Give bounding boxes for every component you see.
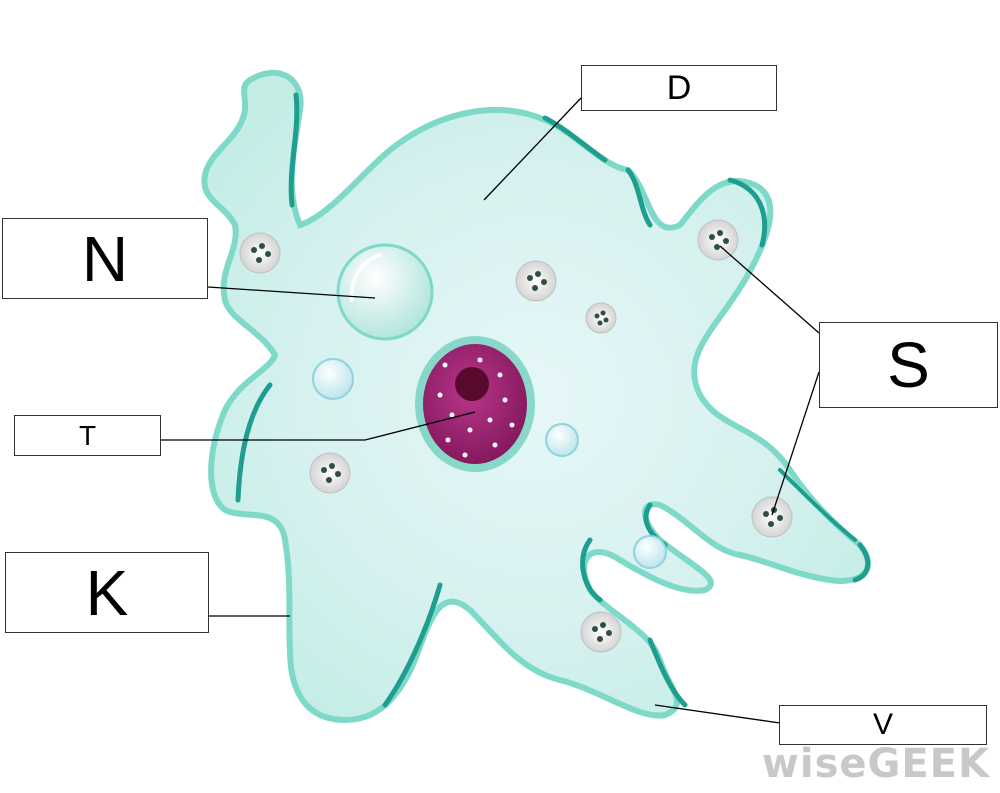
membrane-accent [852,542,871,583]
leader-line-T [161,411,476,441]
membrane-accent [382,582,443,708]
membrane-accent [647,637,688,708]
label-box-N: N [2,218,208,299]
nucleus [415,336,535,472]
food-vacuole [515,260,557,302]
label-S: S [887,329,930,401]
label-box-T: T [14,415,161,456]
food-vacuole [580,611,622,653]
leader-line-S-bottom [771,371,820,516]
label-K: K [85,556,129,629]
food-vacuole [239,232,281,274]
watermark-logo: wiseGEEK [761,741,990,787]
leader-line-V [654,704,781,724]
food-vacuole [585,302,617,334]
label-T: T [78,419,97,451]
food-vacuole [309,452,351,494]
amoeba-body [201,69,871,724]
small-vacuole [312,358,354,400]
food-vacuole [697,219,739,261]
food-vacuole [751,496,793,538]
membrane-accent [235,382,273,503]
label-N: N [81,222,129,295]
contractile-vacuole [336,243,434,341]
membrane-accent [542,115,608,163]
leader-line-N [207,286,376,299]
leader-line-D [483,97,582,201]
leader-line-S-top [719,245,820,334]
membrane-accent [778,468,857,542]
small-vacuole [545,423,579,457]
cell-membrane [201,69,871,724]
label-box-D: D [581,65,777,111]
membrane-accent [580,537,603,603]
nucleolus [455,367,489,401]
membrane-accent [625,167,653,228]
label-box-K: K [5,552,209,633]
leader-lines [161,97,820,724]
label-box-S: S [819,322,998,408]
label-D: D [666,68,692,107]
food-vacuoles [239,219,793,653]
small-vacuole [633,535,667,569]
membrane-accent [727,177,768,248]
membrane-accent [288,92,300,208]
label-box-V: V [779,705,987,745]
label-V: V [872,708,893,741]
